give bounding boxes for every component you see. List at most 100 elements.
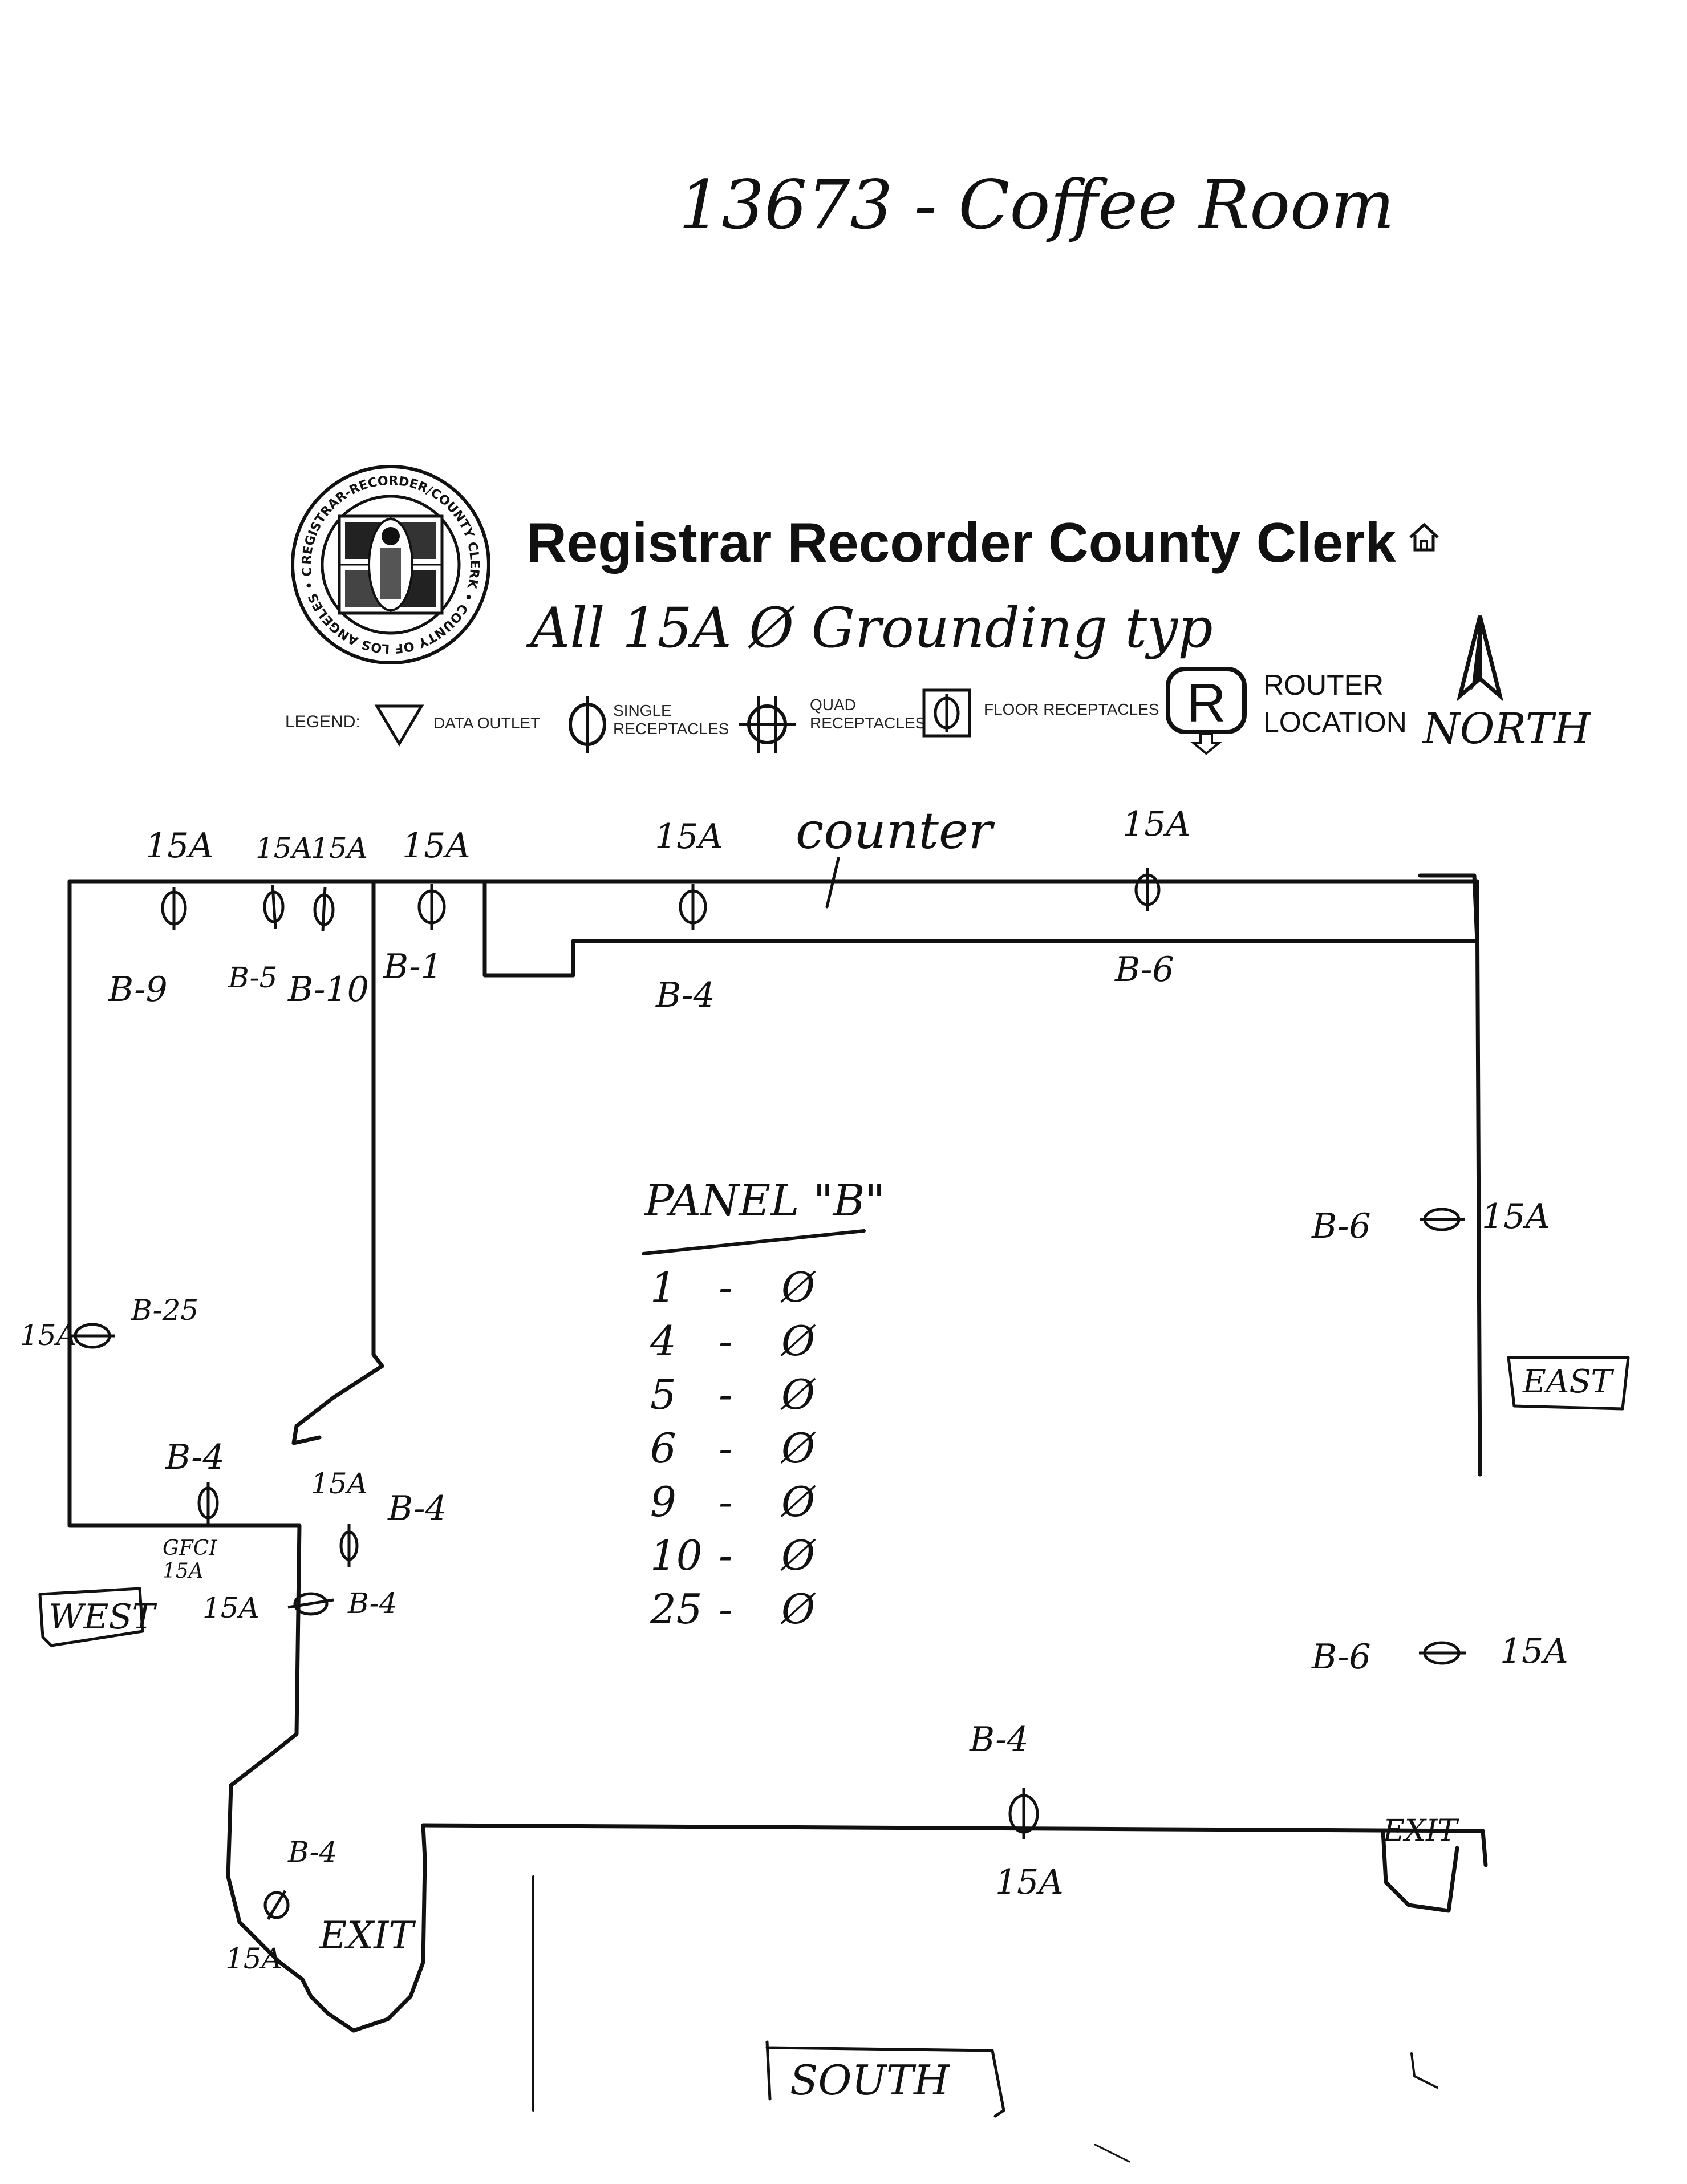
panel-row-symbol: Ø xyxy=(781,1531,816,1579)
single-receptacle-icon xyxy=(569,696,606,753)
outlet-b1-amp: 15A xyxy=(402,826,471,866)
outlet-b4-gfci-amp: GFCI 15A xyxy=(163,1537,217,1583)
receptacle-b10 xyxy=(313,886,335,931)
east-label-box xyxy=(1507,1356,1630,1411)
panel-row-dash: - xyxy=(719,1263,733,1311)
panel-row-number: 6 xyxy=(650,1424,676,1472)
outlet-b9-amp: 15A xyxy=(145,826,214,866)
receptacle-b6-east-lower xyxy=(1419,1641,1466,1665)
outlet-b6-counter-circuit: B-6 xyxy=(1115,950,1174,990)
receptacle-symbols xyxy=(70,868,1466,1920)
outlet-b4-west-amp: 15A xyxy=(202,1591,259,1624)
home-icon[interactable] xyxy=(1406,519,1442,556)
panel-row-symbol: Ø xyxy=(781,1371,816,1419)
outlet-b1-circuit: B-1 xyxy=(383,947,443,987)
panel-row-symbol: Ø xyxy=(781,1585,816,1633)
quad-receptacle-icon xyxy=(739,696,796,753)
outlet-b4-annex-amp: 15A xyxy=(311,1467,368,1500)
receptacle-b4-counter xyxy=(679,884,707,930)
panel-row-dash: - xyxy=(719,1478,733,1526)
receptacle-b4-west xyxy=(287,1592,334,1616)
west-label: WEST xyxy=(48,1597,155,1637)
exit-door-west xyxy=(351,1823,427,2033)
router-label-2: LOCATION xyxy=(1263,706,1407,738)
panel-row: 4 - Ø xyxy=(650,1314,827,1368)
panel-row: 6 - Ø xyxy=(650,1421,827,1475)
outlet-b4-exit-circuit: B-4 xyxy=(288,1835,338,1869)
outlet-b5-circuit: B-5 xyxy=(228,961,278,994)
south-label: SOUTH xyxy=(790,2056,950,2104)
panel-underline xyxy=(642,1229,866,1255)
annex-interior-wall xyxy=(67,879,384,1368)
exit-door-east xyxy=(1381,1829,1459,1913)
outlet-b6-east-lower-amp: 15A xyxy=(1500,1631,1568,1671)
triangle-data-outlet-icon xyxy=(374,704,424,747)
panel-row: 9 - Ø xyxy=(650,1475,827,1529)
outlet-b4-counter-amp: 15A xyxy=(655,817,723,857)
floor-receptacle-icon xyxy=(922,688,971,738)
grounding-note: All 15A Ø Grounding typ xyxy=(530,596,1213,660)
router-label-1: ROUTER xyxy=(1263,669,1384,701)
west-label-box xyxy=(38,1587,144,1647)
receptacle-b4-exit xyxy=(263,1890,290,1920)
exit-label-east: EXIT xyxy=(1383,1814,1458,1848)
legend-single-label: SINGLE RECEPTACLES xyxy=(613,702,729,738)
panel-row-symbol: Ø xyxy=(781,1263,816,1311)
panel-title: PANEL "B" xyxy=(644,1175,885,1226)
receptacle-b5 xyxy=(263,885,285,929)
outlet-b6-counter-amp: 15A xyxy=(1122,804,1191,844)
panel-row: 10 - Ø xyxy=(650,1529,827,1582)
panel-row-dash: - xyxy=(719,1371,733,1419)
legend-data-outlet-label: DATA OUTLET xyxy=(433,714,541,732)
north-east-wall xyxy=(371,879,1482,1477)
panel-row-dash: - xyxy=(719,1531,733,1579)
panel-row-number: 25 xyxy=(650,1585,703,1633)
panel-row-number: 1 xyxy=(650,1263,676,1311)
outlet-b4-exit-amp: 15A xyxy=(225,1942,282,1975)
north-label: NORTH xyxy=(1423,704,1591,753)
outlet-b4-gfci-circuit: B-4 xyxy=(165,1437,225,1477)
receptacle-b6-east-upper xyxy=(1420,1208,1465,1231)
panel-row-symbol: Ø xyxy=(781,1478,816,1526)
panel-row-number: 10 xyxy=(650,1531,703,1579)
receptacle-b6-counter xyxy=(1134,868,1161,911)
panel-row-dash: - xyxy=(719,1585,733,1633)
panel-row: 5 - Ø xyxy=(650,1368,827,1421)
panel-row-number: 9 xyxy=(650,1478,676,1526)
outlet-b25-amp: 15A xyxy=(20,1319,77,1352)
outlet-b9-circuit: B-9 xyxy=(108,970,168,1010)
panel-row: 25 - Ø xyxy=(650,1582,827,1636)
receptacle-b4-gfci xyxy=(197,1482,219,1524)
east-label: EAST xyxy=(1523,1363,1613,1400)
outlet-b6-east-upper-amp: 15A xyxy=(1482,1197,1550,1237)
county-seal-icon: REGISTRAR-RECORDER/COUNTY CLERK • COUNTY… xyxy=(288,462,490,664)
exit-label-west: EXIT xyxy=(319,1914,414,1958)
outlet-b6-east-upper-circuit: B-6 xyxy=(1312,1206,1371,1246)
outlet-b4-south-circuit: B-4 xyxy=(970,1720,1029,1760)
router-location-icon: R xyxy=(1166,667,1247,755)
counter-label: counter xyxy=(796,801,993,860)
outlet-b10-circuit: B-10 xyxy=(288,970,369,1010)
receptacle-b25 xyxy=(70,1323,115,1349)
legend-quad-label: QUAD RECEPTACLES xyxy=(810,696,926,732)
south-wall xyxy=(421,1823,1488,1867)
handwritten-title: 13673 - Coffee Room xyxy=(679,165,1395,244)
panel-row-number: 4 xyxy=(650,1317,676,1365)
receptacle-b4-annex xyxy=(339,1524,359,1567)
counter-outline xyxy=(482,879,1479,978)
south-label-box xyxy=(765,2040,1005,2118)
counter-end xyxy=(1418,873,1479,943)
panel-row-dash: - xyxy=(719,1317,733,1365)
router-symbol: R xyxy=(1186,672,1226,734)
receptacle-b9 xyxy=(161,887,187,930)
left-room-wall xyxy=(67,879,302,1528)
outlet-b4-south-amp: 15A xyxy=(995,1862,1064,1902)
outlet-b4-west-circuit: B-4 xyxy=(348,1587,398,1620)
west-lower-wall xyxy=(226,1523,305,1982)
outlet-b25-circuit: B-25 xyxy=(131,1294,199,1327)
outlet-b10-amp: 15A xyxy=(311,832,368,865)
receptacle-b4-south xyxy=(1008,1788,1039,1839)
panel-row-symbol: Ø xyxy=(781,1424,816,1472)
outlet-b6-east-lower-circuit: B-6 xyxy=(1312,1637,1371,1677)
